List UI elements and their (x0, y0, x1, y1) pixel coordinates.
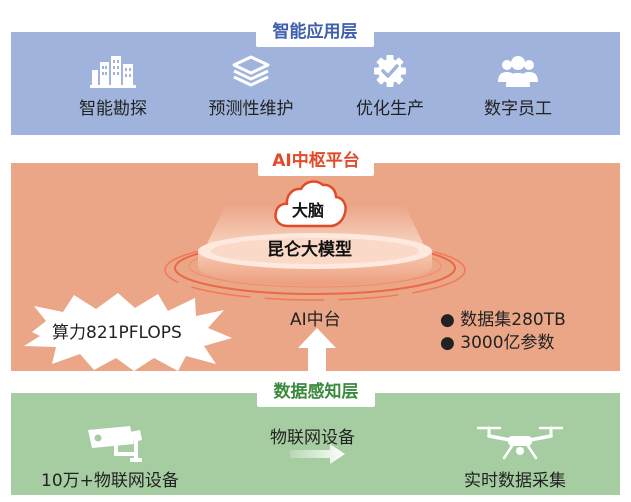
bullet-icon: ● (440, 310, 461, 330)
model-platform-illustration (164, 205, 466, 301)
compute-label: 算力821PFLOPS (52, 323, 182, 343)
app-item-label: 智能勘探 (79, 99, 147, 119)
ai-middle-platform-label: AI中台 (290, 310, 341, 330)
app-item-maintenance: 预测性维护 (186, 54, 316, 119)
ai-platform-layer-title: AI中枢平台 (258, 147, 374, 176)
camera-label: 10万+物联网设备 (41, 471, 179, 491)
buildings-icon (90, 56, 136, 88)
app-item-digital-staff: 数字员工 (453, 54, 583, 119)
ai-stat-item: ● 3000亿参数 (440, 333, 555, 353)
brain-label: 大脑 (292, 201, 325, 220)
app-item-label: 数字员工 (484, 99, 552, 119)
gear-check-icon (374, 55, 406, 87)
drone-label: 实时数据采集 (464, 471, 566, 491)
model-label: 昆仑大模型 (267, 240, 352, 260)
app-item-label: 预测性维护 (208, 99, 294, 119)
ai-stats-list: ● 数据集280TB ● 3000亿参数 (440, 309, 566, 355)
users-icon (498, 56, 538, 87)
data-perception-layer-title: 数据感知层 (257, 378, 375, 407)
application-layer-title: 智能应用层 (256, 18, 374, 47)
drone-icon (476, 426, 564, 460)
ai-stat-item: ● 数据集280TB (440, 310, 566, 330)
app-item-optimize: 优化生产 (325, 54, 455, 119)
app-item-label: 优化生产 (356, 99, 424, 119)
up-arrow-icon (298, 328, 336, 372)
flow-label: 物联网设备 (270, 428, 355, 448)
compute-starburst-shape (24, 293, 232, 371)
layers-icon (232, 55, 270, 87)
camera-icon (88, 426, 142, 462)
app-item-exploration: 智能勘探 (48, 54, 178, 119)
right-arrow-icon (290, 444, 345, 464)
bullet-icon: ● (440, 333, 461, 353)
brain-cloud-icon (274, 180, 347, 228)
